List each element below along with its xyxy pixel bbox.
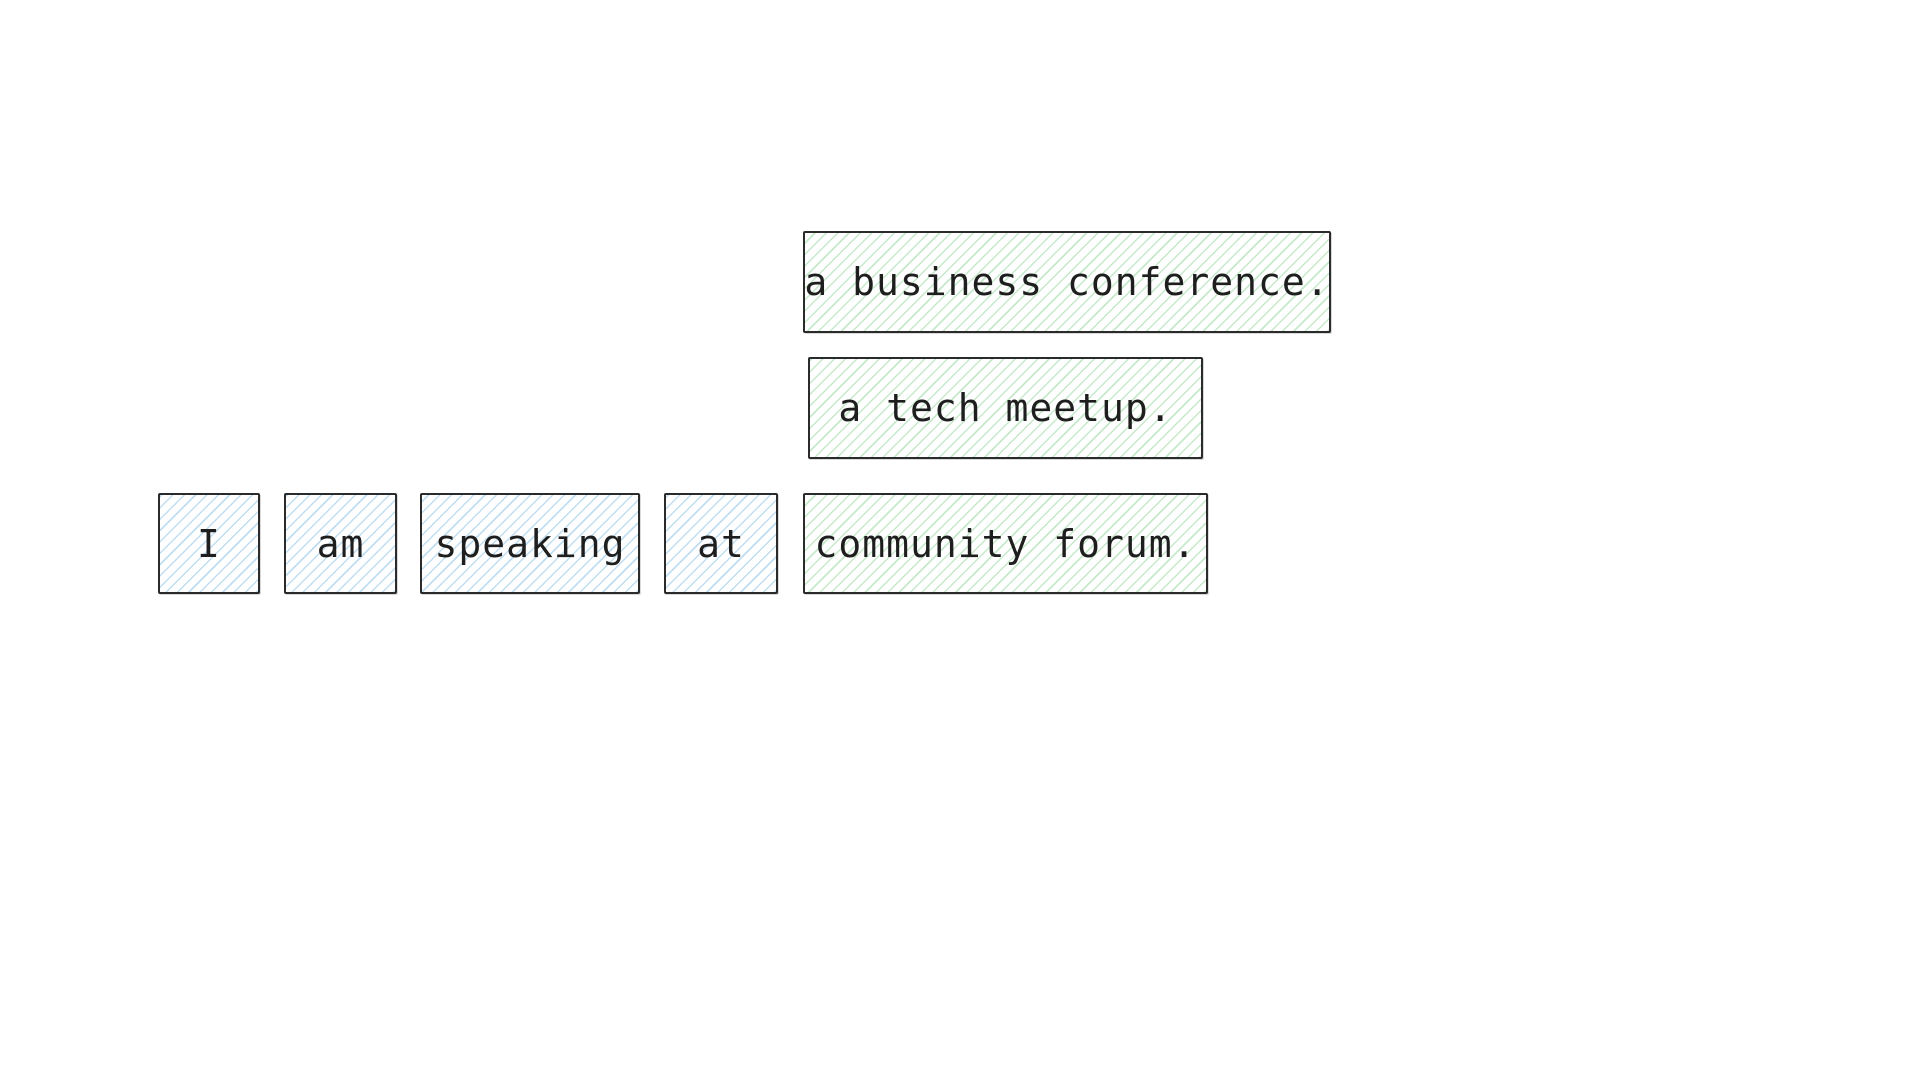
word-label-speaking: speaking xyxy=(434,521,626,566)
option-box-business-conference: a business conference. xyxy=(803,231,1331,333)
option-label-business-conference: a business conference. xyxy=(804,260,1330,304)
word-label-at: at xyxy=(697,521,745,566)
option-box-community-forum: community forum. xyxy=(803,493,1208,594)
word-label-am: am xyxy=(316,521,365,566)
word-box-speaking: speaking xyxy=(420,493,640,594)
word-box-am: am xyxy=(284,493,397,594)
word-box-i: I xyxy=(158,493,260,594)
option-label-community-forum: community forum. xyxy=(814,521,1197,566)
option-label-tech-meetup: a tech meetup. xyxy=(838,386,1173,430)
word-box-at: at xyxy=(664,493,778,594)
word-label-i: I xyxy=(197,521,221,566)
option-box-tech-meetup: a tech meetup. xyxy=(808,357,1203,459)
